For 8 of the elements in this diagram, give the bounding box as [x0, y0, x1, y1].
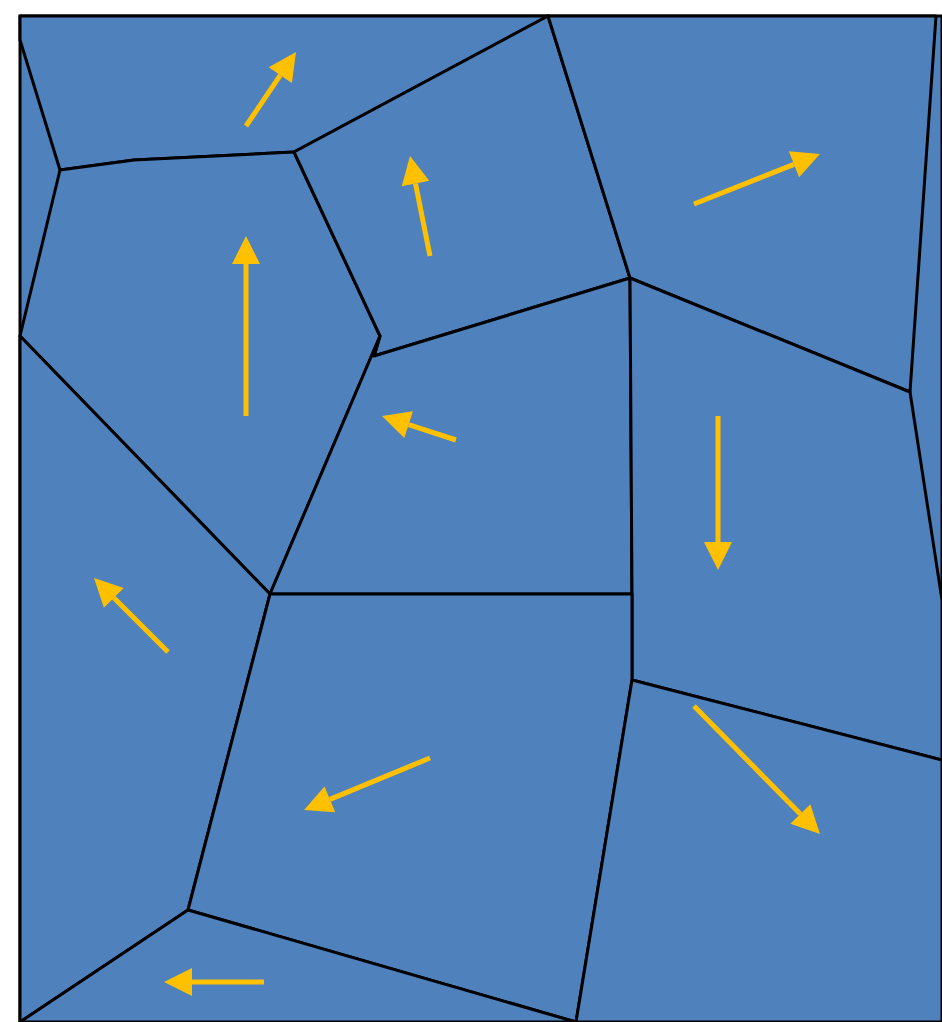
cell-polygon	[628, 276, 942, 762]
cell-polygon	[18, 908, 578, 1022]
cell-polygon	[546, 14, 938, 394]
cell-polygon	[18, 14, 550, 172]
cell-polygon	[18, 150, 382, 596]
cell-polygon	[574, 678, 942, 1022]
cell-polygon	[292, 14, 632, 358]
cell-polygon	[268, 276, 634, 596]
